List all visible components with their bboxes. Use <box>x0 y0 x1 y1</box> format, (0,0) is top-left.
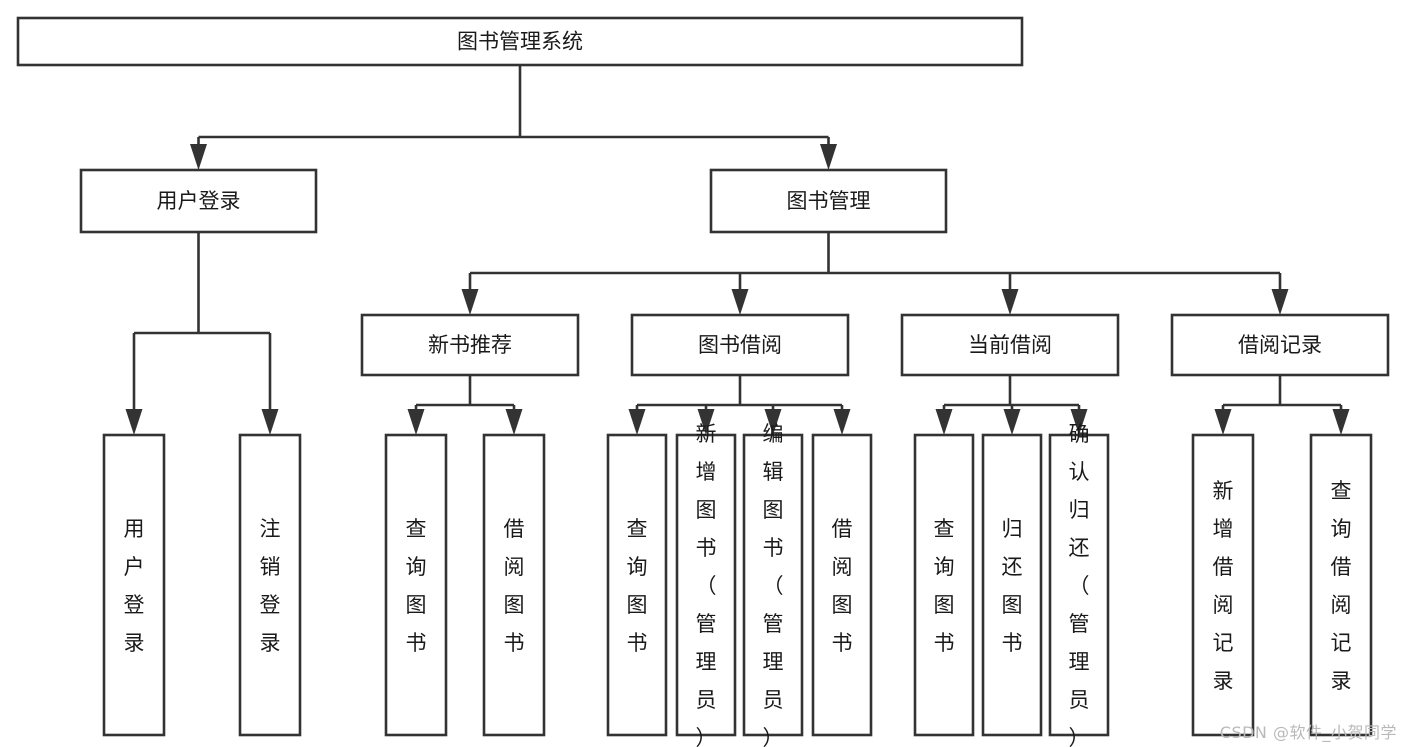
csdn-watermark: CSDN @软件_小贺同学 <box>1219 723 1397 742</box>
node-label: 用户登录 <box>124 517 145 655</box>
node-box[interactable] <box>482 433 546 737</box>
node-编辑图书管理员[interactable]: 编辑图书（管理员） <box>742 422 804 747</box>
node-box[interactable] <box>742 433 804 737</box>
node-label: 查询图书 <box>627 517 648 655</box>
node-查询图书[interactable]: 查询图书 <box>606 433 668 737</box>
arrow-head-icon <box>407 409 425 435</box>
node-label: 新增图书（管理员） <box>696 422 717 747</box>
arrow-head-icon <box>1332 409 1350 435</box>
node-box[interactable] <box>79 168 318 234</box>
arrow-head-icon <box>1214 409 1232 435</box>
node-图书借阅[interactable]: 图书借阅 <box>630 313 850 377</box>
node-label: 借阅图书 <box>832 517 853 655</box>
node-label: 注销登录 <box>260 517 281 655</box>
arrow-head-icon <box>820 144 837 170</box>
arrow-head-icon <box>461 289 479 315</box>
node-box[interactable] <box>1170 313 1390 377</box>
node-box[interactable] <box>913 433 975 737</box>
node-label: 图书借阅 <box>698 333 782 357</box>
node-label: 归还图书 <box>1002 517 1023 655</box>
arrow-head-icon <box>1271 289 1289 315</box>
node-借阅记录[interactable]: 借阅记录 <box>1170 313 1390 377</box>
node-查询借阅记录[interactable]: 查询借阅记录 <box>1309 433 1373 737</box>
connector-layer <box>125 65 1350 435</box>
node-label: 查询借阅记录 <box>1331 479 1352 693</box>
node-新书推荐[interactable]: 新书推荐 <box>360 313 580 377</box>
node-label: 查询图书 <box>406 517 427 655</box>
arrow-head-icon <box>261 409 279 435</box>
node-box[interactable] <box>360 313 580 377</box>
node-注销登录[interactable]: 注销登录 <box>238 433 302 737</box>
node-label: 新书推荐 <box>428 333 512 357</box>
node-用户登录[interactable]: 用户登录 <box>102 433 166 737</box>
arrow-head-icon <box>505 409 523 435</box>
arrow-head-icon <box>1070 409 1088 435</box>
node-layer: 图书管理系统用户登录图书管理新书推荐图书借阅当前借阅借阅记录用户登录注销登录查询… <box>16 16 1390 747</box>
node-label: 新增借阅记录 <box>1213 479 1234 693</box>
node-label: 图书管理系统 <box>457 30 583 54</box>
node-借阅图书[interactable]: 借阅图书 <box>811 433 873 737</box>
node-归还图书[interactable]: 归还图书 <box>981 433 1043 737</box>
node-box[interactable] <box>630 313 850 377</box>
node-借阅图书[interactable]: 借阅图书 <box>482 433 546 737</box>
arrow-head-icon <box>731 289 749 315</box>
node-box[interactable] <box>675 433 737 737</box>
node-label: 查询图书 <box>934 517 955 655</box>
node-label: 借阅图书 <box>504 517 525 655</box>
arrow-head-icon <box>935 409 953 435</box>
node-label: 借阅记录 <box>1238 333 1322 357</box>
node-box[interactable] <box>1048 433 1110 737</box>
node-图书管理[interactable]: 图书管理 <box>709 168 948 234</box>
arrow-head-icon <box>833 409 851 435</box>
node-图书管理系统[interactable]: 图书管理系统 <box>16 16 1024 67</box>
node-box[interactable] <box>384 433 448 737</box>
node-label: 编辑图书（管理员） <box>763 422 784 747</box>
node-box[interactable] <box>16 16 1024 67</box>
arrow-head-icon <box>1003 409 1021 435</box>
node-box[interactable] <box>102 433 166 737</box>
arrow-head-icon <box>764 409 782 435</box>
node-label: 用户登录 <box>157 189 241 213</box>
arrow-head-icon <box>190 144 207 170</box>
node-用户登录[interactable]: 用户登录 <box>79 168 318 234</box>
node-box[interactable] <box>238 433 302 737</box>
node-新增借阅记录[interactable]: 新增借阅记录 <box>1191 433 1255 737</box>
node-当前借阅[interactable]: 当前借阅 <box>900 313 1120 377</box>
node-box[interactable] <box>900 313 1120 377</box>
node-box[interactable] <box>811 433 873 737</box>
node-label: 图书管理 <box>787 189 871 213</box>
arrow-head-icon <box>697 409 715 435</box>
node-查询图书[interactable]: 查询图书 <box>913 433 975 737</box>
node-box[interactable] <box>606 433 668 737</box>
node-box[interactable] <box>1309 433 1373 737</box>
node-box[interactable] <box>981 433 1043 737</box>
arrow-head-icon <box>1001 289 1019 315</box>
node-box[interactable] <box>709 168 948 234</box>
node-box[interactable] <box>1191 433 1255 737</box>
node-查询图书[interactable]: 查询图书 <box>384 433 448 737</box>
arrow-head-icon <box>125 409 143 435</box>
node-label: 确认归还（管理员） <box>1069 422 1090 747</box>
node-新增图书管理员[interactable]: 新增图书（管理员） <box>675 422 737 747</box>
node-确认归还管理员[interactable]: 确认归还（管理员） <box>1048 422 1110 747</box>
arrow-head-icon <box>628 409 646 435</box>
node-label: 当前借阅 <box>968 333 1052 357</box>
